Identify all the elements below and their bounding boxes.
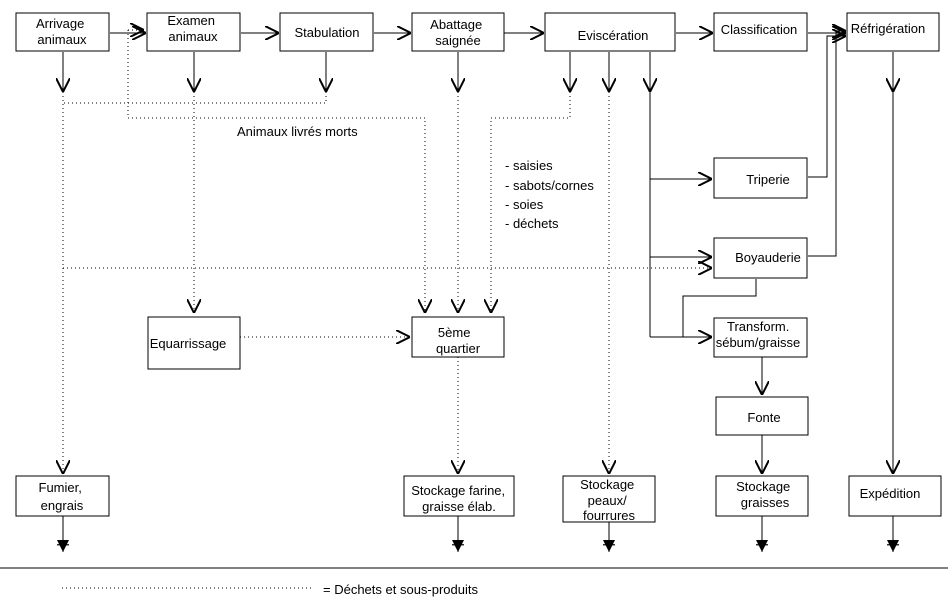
node-equarrissage: Equarrissage	[150, 336, 227, 351]
label-saisies: - saisies	[505, 158, 553, 173]
main-flow-arrows	[63, 31, 893, 552]
node-stockage-farine: Stockage farine, graisse élab.	[411, 483, 509, 514]
node-fonte: Fonte	[747, 410, 780, 425]
flow-labels: Animaux livrés morts - saisies - sabots/…	[237, 124, 594, 231]
node-arrivage-animaux: Arrivage animaux	[36, 16, 88, 47]
node-fumier-engrais: Fumier, engrais	[39, 480, 86, 513]
node-expedition: Expédition	[860, 486, 921, 501]
legend-text: = Déchets et sous-produits	[323, 582, 478, 597]
node-stockage-peaux: Stockage peaux/ fourrures	[580, 477, 638, 523]
node-stockage-graisses: Stockage graisses	[736, 479, 794, 510]
node-classification: Classification	[721, 22, 798, 37]
node-refrigeration: Réfrigération	[851, 21, 925, 36]
node-examen-animaux: Examen animaux	[167, 13, 218, 44]
label-sabots-cornes: - sabots/cornes	[505, 178, 594, 193]
box-labels: Arrivage animaux Examen animaux Stabulat…	[36, 13, 925, 523]
byproduct-flow-lines	[63, 30, 712, 474]
node-triperie: Triperie	[746, 172, 790, 187]
label-animaux-livres-morts: Animaux livrés morts	[237, 124, 358, 139]
node-evisceration: Eviscération	[578, 28, 649, 43]
label-soies: - soies	[505, 197, 544, 212]
node-stabulation: Stabulation	[294, 25, 359, 40]
node-cinquieme-quartier: 5ème quartier	[436, 325, 481, 356]
node-boyauderie: Boyauderie	[735, 250, 801, 265]
node-abattage-saignee: Abattage saignée	[430, 17, 486, 48]
node-transform-sebum-graisse: Transform. sébum/graisse	[716, 319, 801, 350]
legend: = Déchets et sous-produits	[0, 567, 948, 597]
label-dechets: - déchets	[505, 216, 559, 231]
process-boxes	[15, 12, 942, 523]
